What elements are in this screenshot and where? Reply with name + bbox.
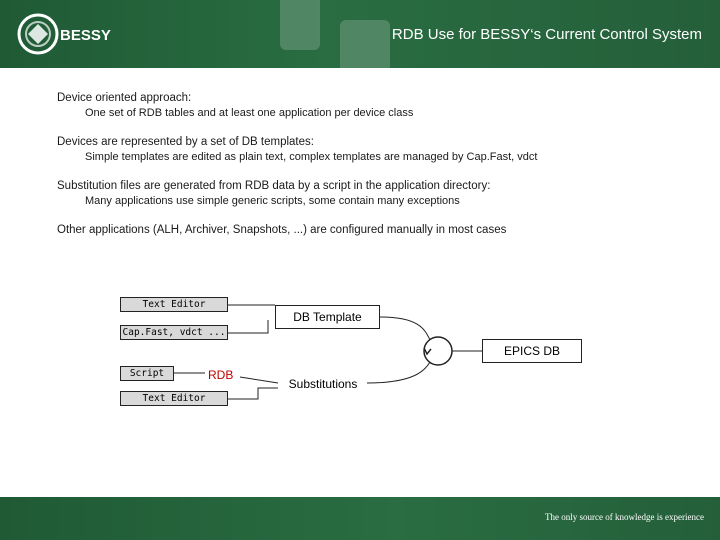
- header-bar: BESSY RDB Use for BESSY‘s Current Contro…: [0, 0, 720, 68]
- logo-text: BESSY: [60, 27, 111, 44]
- item-heading: Devices are represented by a set of DB t…: [57, 136, 314, 148]
- capfast-vdct-box: Cap.Fast, vdct ...: [120, 325, 228, 340]
- list-item-3: Substitution files are generated from RD…: [57, 179, 697, 209]
- item-heading: Other applications (ALH, Archiver, Snaps…: [57, 224, 507, 236]
- decorative-background: [280, 0, 390, 68]
- substitutions-box: Substitutions: [288, 377, 358, 391]
- list-item-4: Other applications (ALH, Archiver, Snaps…: [57, 223, 697, 238]
- text-editor-bottom-box: Text Editor: [120, 391, 228, 406]
- bessy-logo: BESSY: [17, 13, 111, 55]
- rdb-label: RDB: [208, 368, 234, 382]
- list-item-1: Device oriented approach: One set of RDB…: [57, 91, 697, 121]
- item-subtext: One set of RDB tables and at least one a…: [85, 107, 414, 119]
- db-template-box: DB Template: [275, 305, 380, 329]
- process-cycle-icon: [423, 336, 453, 366]
- item-subtext: Simple templates are edited as plain tex…: [85, 151, 538, 163]
- footer-bar: The only source of knowledge is experien…: [0, 497, 720, 540]
- page-title: RDB Use for BESSY‘s Current Control Syst…: [391, 26, 702, 43]
- item-subtext: Many applications use simple generic scr…: [85, 195, 460, 207]
- item-heading: Substitution files are generated from RD…: [57, 180, 491, 192]
- text-editor-top-box: Text Editor: [120, 297, 228, 312]
- footer-motto: The only source of knowledge is experien…: [545, 512, 704, 522]
- script-box: Script: [120, 366, 174, 381]
- item-heading: Device oriented approach:: [57, 92, 192, 104]
- list-item-2: Devices are represented by a set of DB t…: [57, 135, 697, 165]
- content-list: Device oriented approach: One set of RDB…: [57, 91, 697, 252]
- epics-db-box: EPICS DB: [482, 339, 582, 363]
